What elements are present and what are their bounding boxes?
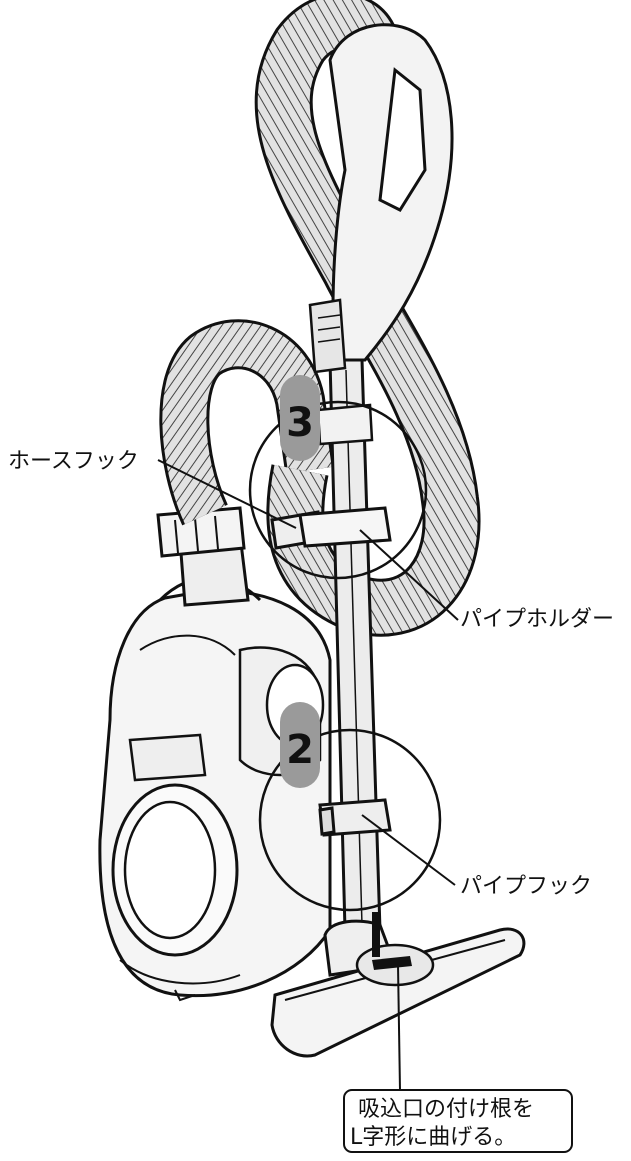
step-badge-2: 2: [280, 702, 320, 788]
step-number-3: 3: [286, 400, 314, 446]
hose-hook-label: ホースフック: [8, 449, 139, 474]
step-badge-3: 3: [280, 375, 320, 461]
pipe-hook-part: [320, 800, 390, 835]
note-box: 吸込口の付け根を L字形に曲げる。: [344, 1090, 572, 1152]
pipe-hook-label: パイプフック: [460, 874, 592, 899]
step-number-2: 2: [286, 727, 314, 773]
pipe-holder-label: パイプホルダー: [460, 607, 614, 632]
note-line-1: 吸込口の付け根を: [358, 1097, 534, 1122]
canister-body: [100, 578, 330, 1001]
note-line-2: L字形に曲げる。: [350, 1125, 516, 1150]
